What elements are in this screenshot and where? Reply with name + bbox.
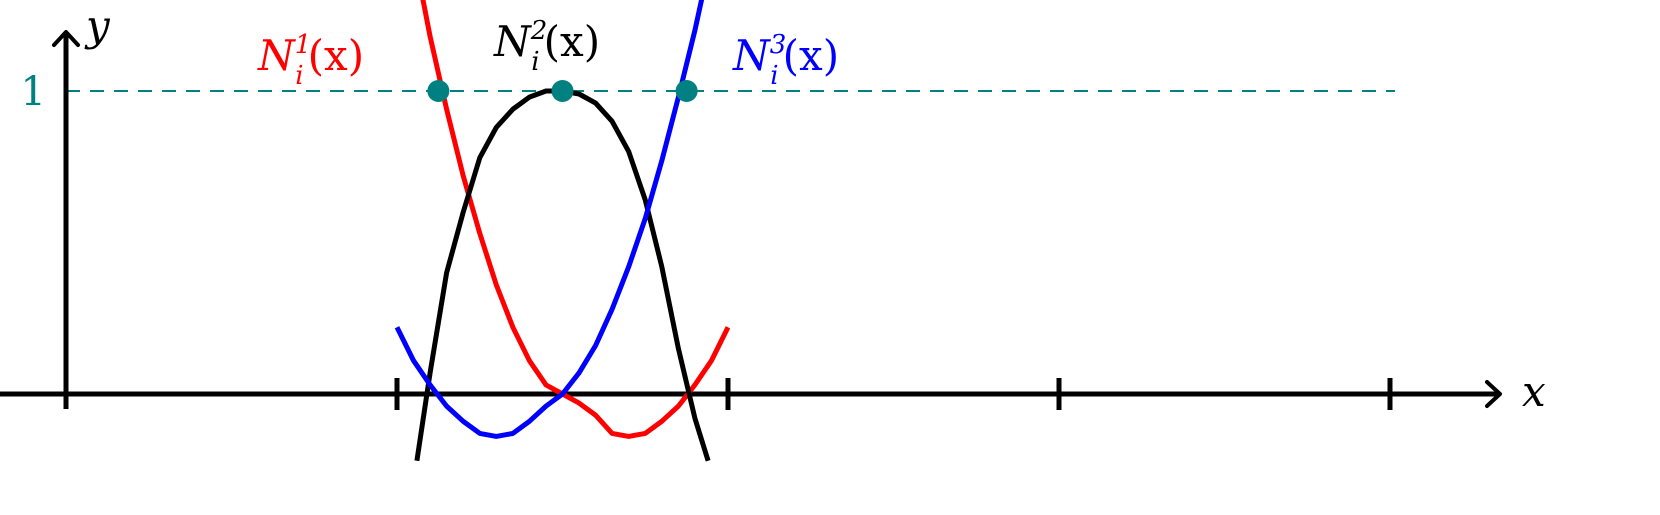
x-ticks	[394, 378, 1393, 410]
node-point-2	[551, 80, 574, 102]
interpolation-nodes	[427, 80, 698, 102]
x-axis-label: x	[1522, 367, 1546, 416]
node-point-3	[675, 80, 698, 102]
y-axis-label: y	[84, 1, 111, 50]
x-axis-arrowhead	[1485, 380, 1502, 408]
axes: x y	[0, 1, 1546, 416]
unit-reference-label: 1	[21, 69, 46, 115]
basis-curve-n3	[394, 0, 705, 439]
basis-curve-n1	[420, 0, 731, 439]
node-point-1	[427, 80, 450, 102]
y-axis-arrowhead	[52, 30, 80, 47]
